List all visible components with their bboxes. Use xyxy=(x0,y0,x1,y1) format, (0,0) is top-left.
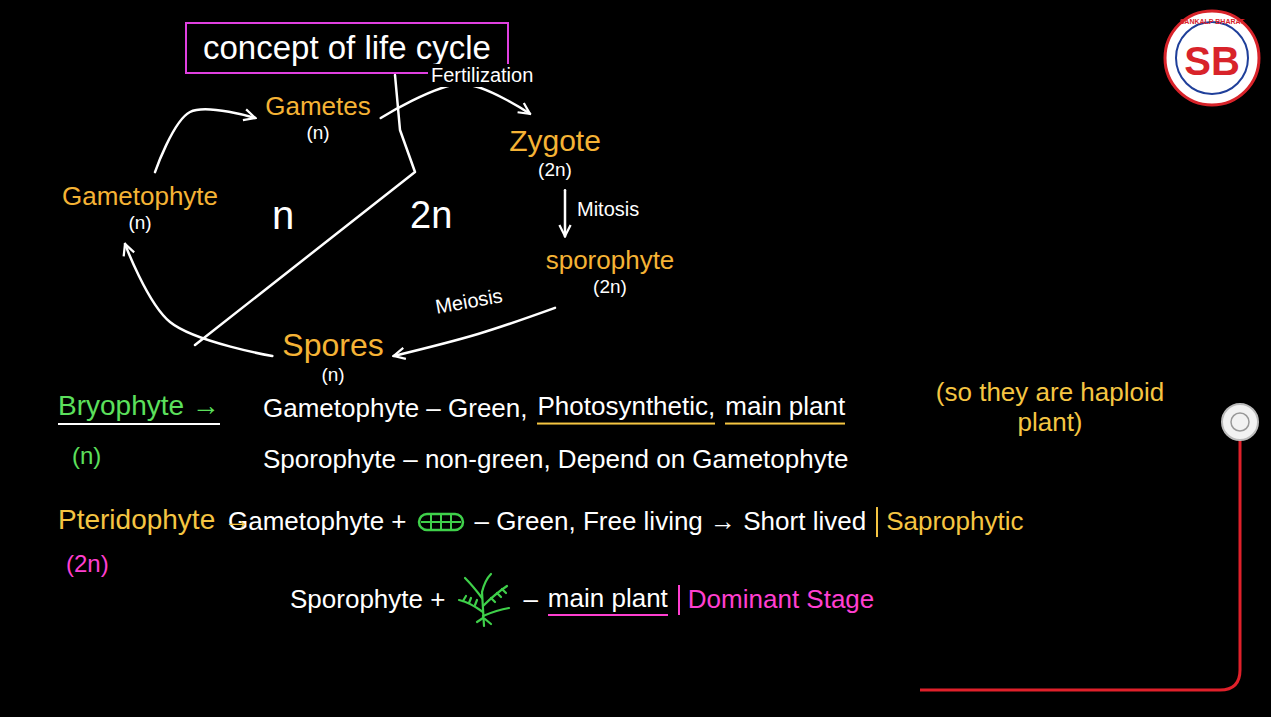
scroll-knob xyxy=(1222,404,1258,440)
cycle-arrow xyxy=(394,308,555,356)
life-stage: Zygote(2n) xyxy=(505,120,605,184)
note-text: Sporophyte – non-green, Depend on Gameto… xyxy=(263,445,848,475)
scroll-knob-inner xyxy=(1231,413,1249,431)
note-text: main plant xyxy=(548,584,668,617)
stage-name: Gametes xyxy=(265,92,371,122)
note-text: Sporophyte + xyxy=(290,585,445,615)
ploidy-region: n xyxy=(272,192,294,238)
note-row: Gametophyte – Green, Photosynthetic, main … xyxy=(263,392,845,425)
ploidy-label: (n) xyxy=(265,122,371,144)
cycle-arrow xyxy=(125,244,272,356)
ploidy-label: (2n) xyxy=(66,550,109,578)
process-label: Fertilization xyxy=(428,64,536,87)
group-name: Bryophyte → xyxy=(58,390,220,425)
life-stage: Spores(n) xyxy=(278,323,387,390)
ploidy-divider xyxy=(195,75,415,345)
ploidy-label: (2n) xyxy=(509,158,601,180)
fern-icon xyxy=(455,572,513,628)
ploidy-label: (n) xyxy=(72,442,101,470)
side-note: Dominant Stage xyxy=(678,585,874,615)
prothallus-icon xyxy=(417,510,465,534)
stage-name: Gametophyte xyxy=(62,182,218,212)
logo-text: SANKALP BHARAT xyxy=(1180,18,1245,26)
ploidy-label: (n) xyxy=(62,212,218,234)
life-stage: Gametes(n) xyxy=(261,88,375,148)
ploidy-region: 2n xyxy=(410,194,452,238)
process-label: Meiosis xyxy=(431,284,508,319)
note-text: – Green, Free living → Short lived xyxy=(475,507,867,537)
note-row: Sporophyte + –main plant Dominant Stage xyxy=(290,572,874,628)
stage-name: Spores xyxy=(282,327,383,364)
note-text: Gametophyte – Green, xyxy=(263,393,527,423)
stage-name: Zygote xyxy=(509,124,601,159)
group-name: Pteridophyte → xyxy=(58,504,251,536)
process-label: Mitosis xyxy=(574,198,642,221)
life-stage: Gametophyte(n) xyxy=(58,178,222,238)
stage-name: sporophyte xyxy=(546,246,675,276)
ploidy-label: (2n) xyxy=(546,276,675,298)
note-text: Photosynthetic, xyxy=(537,392,715,425)
cycle-arrow xyxy=(381,84,530,118)
scroll-track xyxy=(920,440,1240,690)
logo-ring xyxy=(1176,22,1248,94)
note-row: Sporophyte – non-green, Depend on Gameto… xyxy=(263,445,848,475)
cycle-arrow xyxy=(564,190,567,236)
life-stage: sporophyte(2n) xyxy=(542,242,679,302)
note-row: Gametophyte + – Green, Free living → Sho… xyxy=(228,507,1023,537)
ploidy-label: (n) xyxy=(282,363,383,385)
logo-disc xyxy=(1165,11,1259,105)
note-text: – xyxy=(523,585,537,615)
note-text: main plant xyxy=(725,392,845,425)
side-note: Saprophytic xyxy=(876,507,1023,537)
logo-mark: SB xyxy=(1184,38,1240,84)
note-text: Gametophyte + xyxy=(228,507,407,537)
side-note: (so they are haploid plant) xyxy=(905,378,1195,438)
cycle-arrow xyxy=(155,109,255,172)
